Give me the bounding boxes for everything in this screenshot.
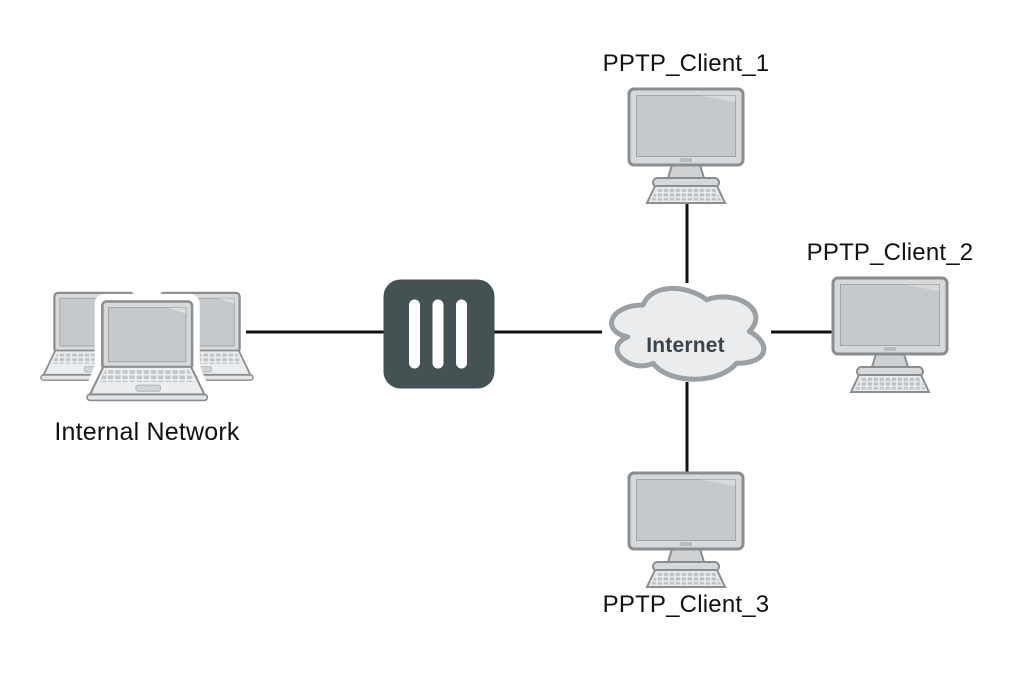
desktop-computer-icon [627,87,745,205]
desktop-computer-icon [627,471,745,589]
pptp-client-2-node: PPTP_Client_2 [807,239,973,394]
pptp-client-1-node: PPTP_Client_1 [603,50,769,205]
cloud-icon [609,285,767,382]
internal-network-node: Internal Network [40,291,254,447]
internet-label: Internet [646,334,725,357]
pptp-client-1-label: PPTP_Client_1 [602,50,770,77]
desktop-computer-icon [831,276,949,394]
internal-network-label: Internal Network [54,418,240,446]
pptp-client-2-label: PPTP_Client_2 [806,239,974,266]
pptp-client-3-node: PPTP_Client_3 [603,471,769,618]
router-firewall-node [382,278,496,390]
internet-cloud-node: Internet [597,275,774,388]
router-firewall-icon [383,279,495,389]
pptp-client-3-label: PPTP_Client_3 [602,591,770,618]
laptop-group-icon [40,291,254,403]
